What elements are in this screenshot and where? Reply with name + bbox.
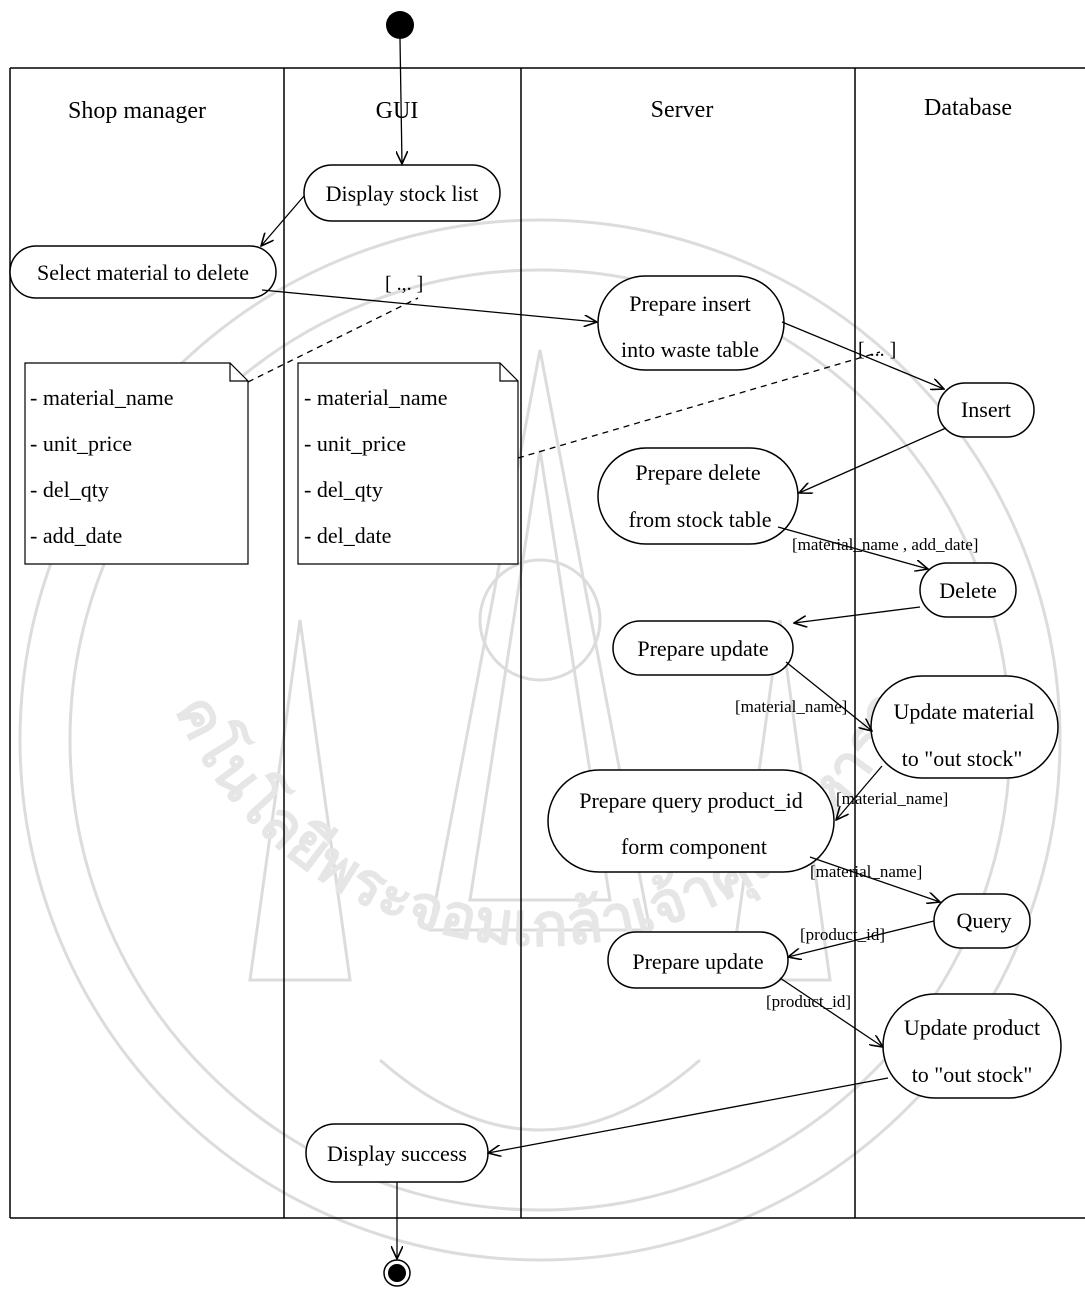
node-delete	[919, 562, 1017, 618]
guard-update-product: [product_id]	[766, 992, 851, 1011]
guard-product: [product_id]	[800, 925, 885, 944]
lane-title-server: Server	[651, 97, 714, 123]
swimlanes	[9, 67, 1085, 1219]
edge-update-material-to-prepare-query	[836, 765, 883, 820]
node-query-label: Query	[957, 908, 1012, 933]
note-gui	[297, 362, 519, 565]
edge-start-to-display	[400, 38, 402, 164]
note-shop-manager-line-3: - del_qty	[30, 477, 109, 502]
edge-update-product-to-display-success	[488, 1077, 889, 1153]
note-shop-manager-line-4: - add_date	[30, 523, 122, 548]
edge-delete-to-prepare-update-1	[794, 606, 921, 623]
node-prepare-update-1	[612, 620, 794, 676]
node-update-product-label-2: to "out stock"	[912, 1062, 1033, 1087]
node-prepare-update-2-label: Prepare update	[632, 949, 763, 974]
note-gui-line-2: - unit_price	[304, 431, 406, 456]
node-prepare-delete-label-2: from stock table	[629, 507, 772, 532]
node-select-material	[9, 245, 277, 299]
end-node	[383, 1259, 411, 1287]
edge-prepare-query-to-query	[809, 856, 940, 902]
guard-query-prep: [material_name]	[836, 789, 948, 808]
edge-prepare-delete-to-delete	[777, 526, 928, 569]
node-display-stock-list-label: Display stock list	[326, 181, 479, 206]
node-prepare-query	[547, 769, 835, 873]
lane-title-database: Database	[924, 95, 1012, 121]
node-prepare-query-label-1: Prepare query product_id	[579, 788, 803, 813]
node-insert	[937, 382, 1035, 438]
guard-update-material: [material_name]	[735, 697, 847, 716]
note-shop-manager-line-2: - unit_price	[30, 431, 132, 456]
guard-note-1: [ .,. ]	[385, 273, 423, 295]
edge-select-to-prepare-insert	[261, 289, 597, 322]
lane-title-shop-manager: Shop manager	[68, 98, 206, 124]
node-prepare-delete-label-1: Prepare delete	[635, 460, 760, 485]
note-anchor-gui	[517, 351, 881, 459]
note-gui-line-3: - del_qty	[304, 477, 383, 502]
note-gui-line-1: - material_name	[304, 385, 448, 410]
node-update-material-label-2: to "out stock"	[902, 746, 1023, 771]
note-shop-manager-line-1: - material_name	[30, 385, 174, 410]
node-update-product-label-1: Update product	[904, 1015, 1040, 1040]
note-anchors	[247, 297, 881, 459]
note-gui-line-4: - del_date	[304, 523, 391, 548]
node-select-material-label: Select material to delete	[37, 260, 249, 285]
guard-note-2: [ ... ]	[858, 339, 896, 361]
node-prepare-delete	[597, 447, 799, 545]
start-node	[386, 11, 414, 39]
node-update-material-label-1: Update material	[893, 699, 1034, 724]
node-display-success-label: Display success	[327, 1141, 467, 1166]
node-prepare-insert-label-2: into waste table	[621, 337, 759, 362]
note-shop-manager	[24, 362, 249, 565]
flow-edges	[261, 38, 947, 1259]
node-prepare-update-1-label: Prepare update	[637, 636, 768, 661]
node-prepare-query-label-2: form component	[621, 834, 767, 859]
node-delete-label: Delete	[939, 578, 996, 603]
edge-prepare-update-2-to-update-product	[779, 977, 883, 1047]
edge-display-to-select	[261, 195, 305, 246]
node-insert-label: Insert	[961, 397, 1011, 422]
edge-prepare-insert-to-insert	[781, 321, 944, 389]
edge-insert-to-prepare-delete	[799, 427, 947, 493]
node-prepare-insert-label-1: Prepare insert	[629, 291, 751, 316]
lane-title-gui: GUI	[376, 98, 419, 124]
edge-query-to-prepare-update-2	[788, 920, 935, 957]
guard-delete: [material_name , add_date]	[792, 535, 978, 554]
edge-prepare-update-1-to-update-material	[785, 661, 872, 731]
guard-query: [material_name]	[810, 862, 922, 881]
note-anchor-manager	[247, 297, 419, 383]
